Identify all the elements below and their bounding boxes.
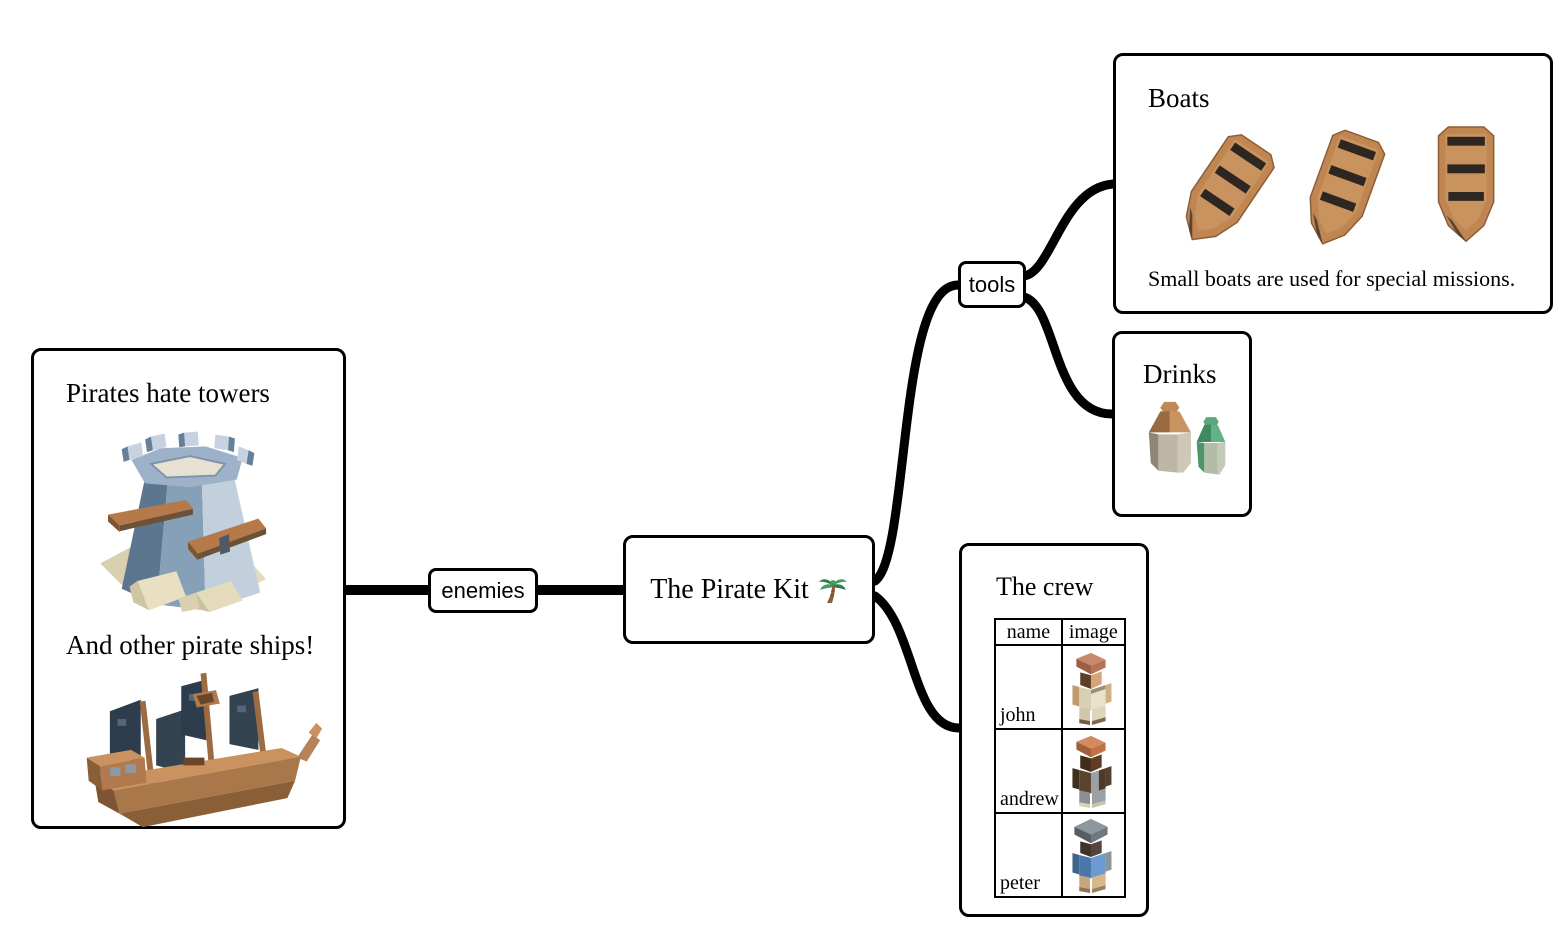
tools-node-label: tools (968, 271, 1016, 297)
crew-table-header-row: name image (994, 618, 1126, 646)
crew-name-peter: peter (994, 812, 1063, 898)
crew-col-image: image (1060, 618, 1126, 646)
enemies-subheading: And other pirate ships! (66, 629, 315, 660)
pirate-ship-illustration (86, 672, 323, 827)
pirate-peter-illustration (1072, 818, 1112, 894)
link-tools-to-drinks (1019, 292, 1117, 419)
boats-box[interactable]: Boats Small boats are used for special m… (1113, 53, 1553, 314)
enemies-node[interactable]: enemies (428, 568, 538, 613)
three-rowboats-illustration (1168, 125, 1495, 256)
pirate-andrew-illustration (1072, 735, 1112, 809)
pirate-john-illustration (1072, 652, 1112, 726)
palm-tree-icon (818, 575, 848, 605)
crew-row-john: john (994, 644, 1126, 730)
link-root-to-tools (870, 280, 963, 586)
crew-name-andrew: andrew (994, 728, 1063, 814)
tools-node[interactable]: tools (958, 261, 1026, 308)
boats-caption: Small boats are used for special mission… (1148, 265, 1516, 291)
link-tools-to-boats (1019, 179, 1118, 281)
crew-name-john: john (994, 644, 1063, 730)
enemies-content-box[interactable]: Pirates hate towers (31, 348, 346, 829)
crew-box[interactable]: The crew name image john (959, 543, 1149, 917)
crew-title: The crew (996, 572, 1094, 601)
boats-title: Boats (1148, 83, 1210, 113)
crew-col-name: name (994, 618, 1063, 646)
root-node-label: The Pirate Kit (650, 573, 809, 605)
link-root-to-crew (870, 591, 964, 733)
root-node[interactable]: The Pirate Kit (623, 535, 875, 644)
crew-row-peter: peter (994, 812, 1126, 898)
two-bottles-illustration (1148, 401, 1226, 475)
crew-row-andrew: andrew (994, 728, 1126, 814)
enemies-heading: Pirates hate towers (66, 378, 270, 408)
watch-tower-illustration (100, 431, 267, 612)
drinks-box[interactable]: Drinks (1112, 331, 1252, 517)
drinks-title: Drinks (1143, 359, 1217, 389)
crew-table: name image john (994, 618, 1126, 898)
enemies-node-label: enemies (441, 577, 525, 603)
